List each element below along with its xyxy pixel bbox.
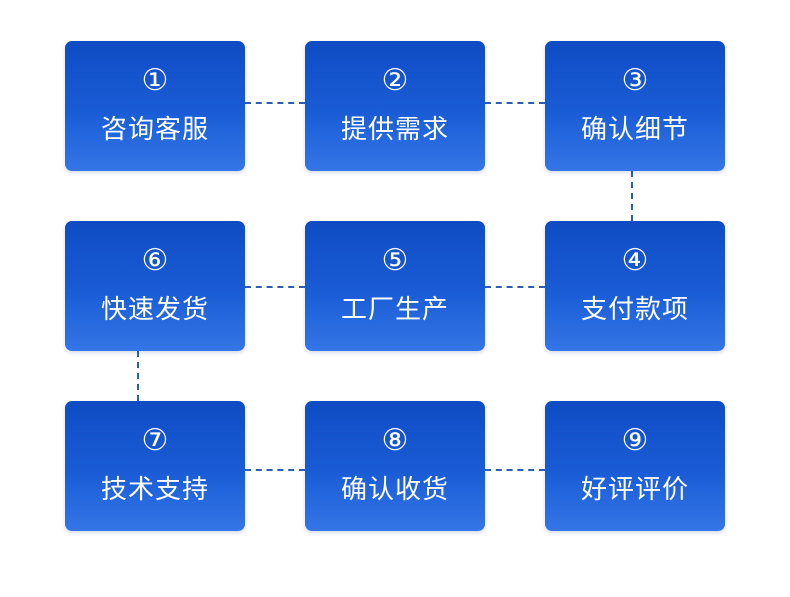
step-2-box: ② 提供需求 bbox=[305, 41, 485, 171]
step-1-label: 咨询客服 bbox=[100, 115, 209, 145]
connector-5-6 bbox=[245, 286, 305, 288]
connector-6-7 bbox=[137, 351, 139, 401]
step-7-box: ⑦ 技术支持 bbox=[65, 401, 245, 531]
step-3-label: 确认细节 bbox=[580, 115, 689, 145]
step-7-number: ⑦ bbox=[141, 423, 169, 458]
step-6-box: ⑥ 快速发货 bbox=[65, 221, 245, 351]
step-2-number: ② bbox=[381, 63, 409, 98]
step-8-box: ⑧ 确认收货 bbox=[305, 401, 485, 531]
step-7-label: 技术支持 bbox=[100, 475, 209, 505]
step-5-label: 工厂生产 bbox=[340, 295, 449, 325]
step-8-number: ⑧ bbox=[381, 423, 409, 458]
step-1-number: ① bbox=[141, 63, 169, 98]
connector-8-9 bbox=[485, 469, 545, 471]
step-5-box: ⑤ 工厂生产 bbox=[305, 221, 485, 351]
step-6-number: ⑥ bbox=[141, 243, 169, 278]
connector-4-5 bbox=[485, 286, 545, 288]
step-3-box: ③ 确认细节 bbox=[545, 41, 725, 171]
connector-3-4 bbox=[631, 171, 633, 221]
step-1-box: ① 咨询客服 bbox=[65, 41, 245, 171]
connector-7-8 bbox=[245, 469, 305, 471]
step-9-label: 好评评价 bbox=[580, 475, 689, 505]
step-6-label: 快速发货 bbox=[100, 295, 209, 325]
connector-2-3 bbox=[485, 102, 545, 104]
step-5-number: ⑤ bbox=[381, 243, 409, 278]
connector-1-2 bbox=[245, 102, 305, 104]
step-9-number: ⑨ bbox=[621, 423, 649, 458]
step-3-number: ③ bbox=[621, 63, 649, 98]
step-9-box: ⑨ 好评评价 bbox=[545, 401, 725, 531]
step-2-label: 提供需求 bbox=[340, 115, 449, 145]
step-4-number: ④ bbox=[621, 243, 649, 278]
step-4-box: ④ 支付款项 bbox=[545, 221, 725, 351]
step-4-label: 支付款项 bbox=[580, 295, 689, 325]
step-8-label: 确认收货 bbox=[340, 475, 449, 505]
